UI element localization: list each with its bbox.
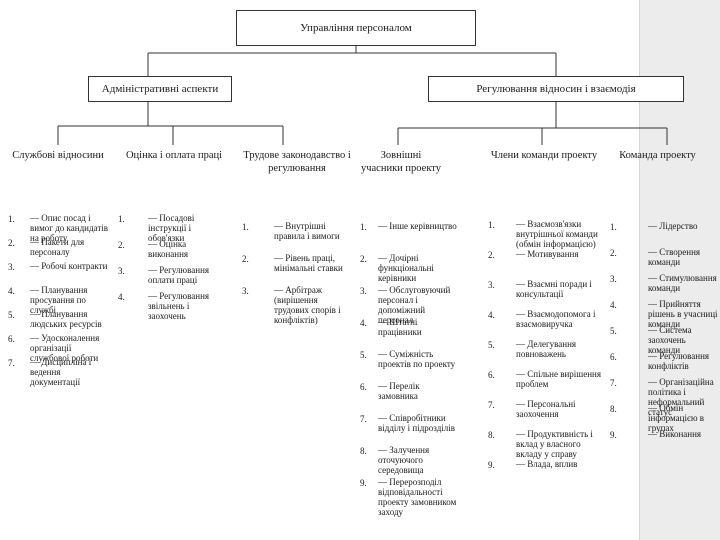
list-item-number: 9.	[610, 430, 617, 440]
list-item: — Взаємозв'язки внутрішньої команди (обм…	[516, 219, 598, 249]
list-item: — Перерозподіл відповідальності проекту …	[378, 477, 457, 517]
list-item: — Співробітники відділу і підрозділів	[378, 413, 456, 433]
list-item: — Продуктивність і вклад у власного вкла…	[516, 429, 593, 459]
list-item-number: 1.	[118, 214, 125, 224]
list-item-number: 2.	[242, 254, 249, 264]
list-item: — Регулювання звільнень і заохочень	[148, 291, 210, 321]
list-item-number: 1.	[242, 222, 249, 232]
list-item-number: 4.	[610, 300, 617, 310]
list-item: — Внутрішні правила і вимоги	[274, 221, 340, 241]
list-item-number: 9.	[488, 460, 495, 470]
list-item-number: 5.	[610, 326, 617, 336]
list-item-number: 2.	[118, 240, 125, 250]
list-item-number: 3.	[360, 286, 367, 296]
list-item: — Посадові інструкції і обов'язки	[148, 213, 195, 243]
list-item: — Спільне вирішення проблем	[516, 369, 601, 389]
list-item-number: 2.	[8, 238, 15, 248]
list-item: — Стимулювання команди	[648, 273, 717, 293]
list-item: — Планування людських ресурсів	[30, 309, 102, 329]
list-item: — Лідерство	[648, 221, 698, 231]
root-node: Управління персоналом	[236, 10, 476, 46]
list-item: — Штатні працівники	[378, 317, 422, 337]
list-item: — Взаємодопомога і взаємовиручка	[516, 309, 596, 329]
column-header-team-members: Члени команди проекту	[490, 150, 598, 161]
list-item-number: 3.	[8, 262, 15, 272]
column-header-service-relations: Службові відносини	[12, 150, 104, 161]
list-item: — Перелік замовника	[378, 381, 420, 401]
list-item: — Делегування повноважень	[516, 339, 577, 359]
list-item-number: 9.	[360, 478, 367, 488]
list-item-number: 4.	[360, 318, 367, 328]
list-item: — Персональні заохочення	[516, 399, 576, 419]
list-item-number: 1.	[610, 222, 617, 232]
list-item-number: 2.	[360, 254, 367, 264]
list-item: — Система заохочень команди	[648, 325, 692, 355]
list-item-number: 8.	[360, 446, 367, 456]
list-item: — Пакети для персоналу	[30, 237, 85, 257]
list-item: — Опис посад і вимог до кандидатів на ро…	[30, 213, 108, 243]
list-item: — Оцінка виконання	[148, 239, 189, 259]
list-item-number: 5.	[488, 340, 495, 350]
list-item-number: 1.	[8, 214, 15, 224]
list-item: — Залучення оточуючого середовища	[378, 445, 430, 475]
list-item-number: 3.	[242, 286, 249, 296]
list-item: — Дочірні функціональні керівники	[378, 253, 434, 283]
list-item-number: 7.	[610, 378, 617, 388]
column-header-external-participants: Зовнішні учасники проекту	[360, 150, 441, 174]
list-item: — Мотивування	[516, 249, 579, 259]
list-item: — Арбітраж (вирішення трудових спорів і …	[274, 285, 341, 325]
list-item-number: 2.	[610, 248, 617, 258]
list-item-number: 6.	[488, 370, 495, 380]
list-item-number: 8.	[610, 404, 617, 414]
list-item-number: 7.	[8, 358, 15, 368]
list-item-number: 3.	[488, 280, 495, 290]
list-item-number: 2.	[488, 250, 495, 260]
list-item-number: 8.	[488, 430, 495, 440]
list-item-number: 4.	[488, 310, 495, 320]
list-item: — Обслуговуючий персонал і допоміжний пе…	[378, 285, 451, 325]
list-item: — Планування просування по службі	[30, 285, 88, 315]
list-item: — Дисципліна і ведення документації	[30, 357, 92, 387]
list-item: — Інше керівництво	[378, 221, 457, 231]
list-item: — Регулювання оплати праці	[148, 265, 210, 285]
list-item: — Створення команди	[648, 247, 701, 267]
list-item-number: 4.	[8, 286, 15, 296]
list-item: — Рівень праці, мінімальні ставки	[274, 253, 343, 273]
list-item: — Суміжність проектів по проекту	[378, 349, 456, 369]
list-item-number: 5.	[8, 310, 15, 320]
list-item: — Організаційна політика і неформальний …	[648, 377, 714, 417]
list-item: — Прийняття рішень в учасниці команди	[648, 299, 718, 329]
list-item: — Удосконалення організації службової ро…	[30, 333, 100, 363]
list-item-number: 1.	[360, 222, 367, 232]
list-item-number: 7.	[360, 414, 367, 424]
relations-node: Регулювання відносин і взаємодія	[428, 76, 684, 102]
list-item-number: 6.	[8, 334, 15, 344]
list-item: — Регулювання конфліктів	[648, 351, 710, 371]
list-item: — Влада, вплив	[516, 459, 578, 469]
list-item-number: 4.	[118, 292, 125, 302]
list-item: — Виконання	[648, 429, 702, 439]
list-item-number: 6.	[360, 382, 367, 392]
list-item-number: 5.	[360, 350, 367, 360]
list-item: — Робочі контракти	[30, 261, 108, 271]
list-item-number: 1.	[488, 220, 495, 230]
column-header-assessment-pay: Оцінка і оплата праці	[125, 150, 223, 161]
admin-aspects-node: Адміністративні аспекти	[88, 76, 232, 102]
list-item: — Взаємні поради і консультації	[516, 279, 592, 299]
list-item-number: 6.	[610, 352, 617, 362]
column-header-project-team: Команда проекту	[619, 150, 696, 161]
list-item-number: 7.	[488, 400, 495, 410]
list-item: — Обмін інформацією в групах	[648, 403, 705, 433]
list-item-number: 3.	[610, 274, 617, 284]
list-item-number: 3.	[118, 266, 125, 276]
column-header-labor-law: Трудове законодавство і регулювання	[243, 150, 351, 174]
